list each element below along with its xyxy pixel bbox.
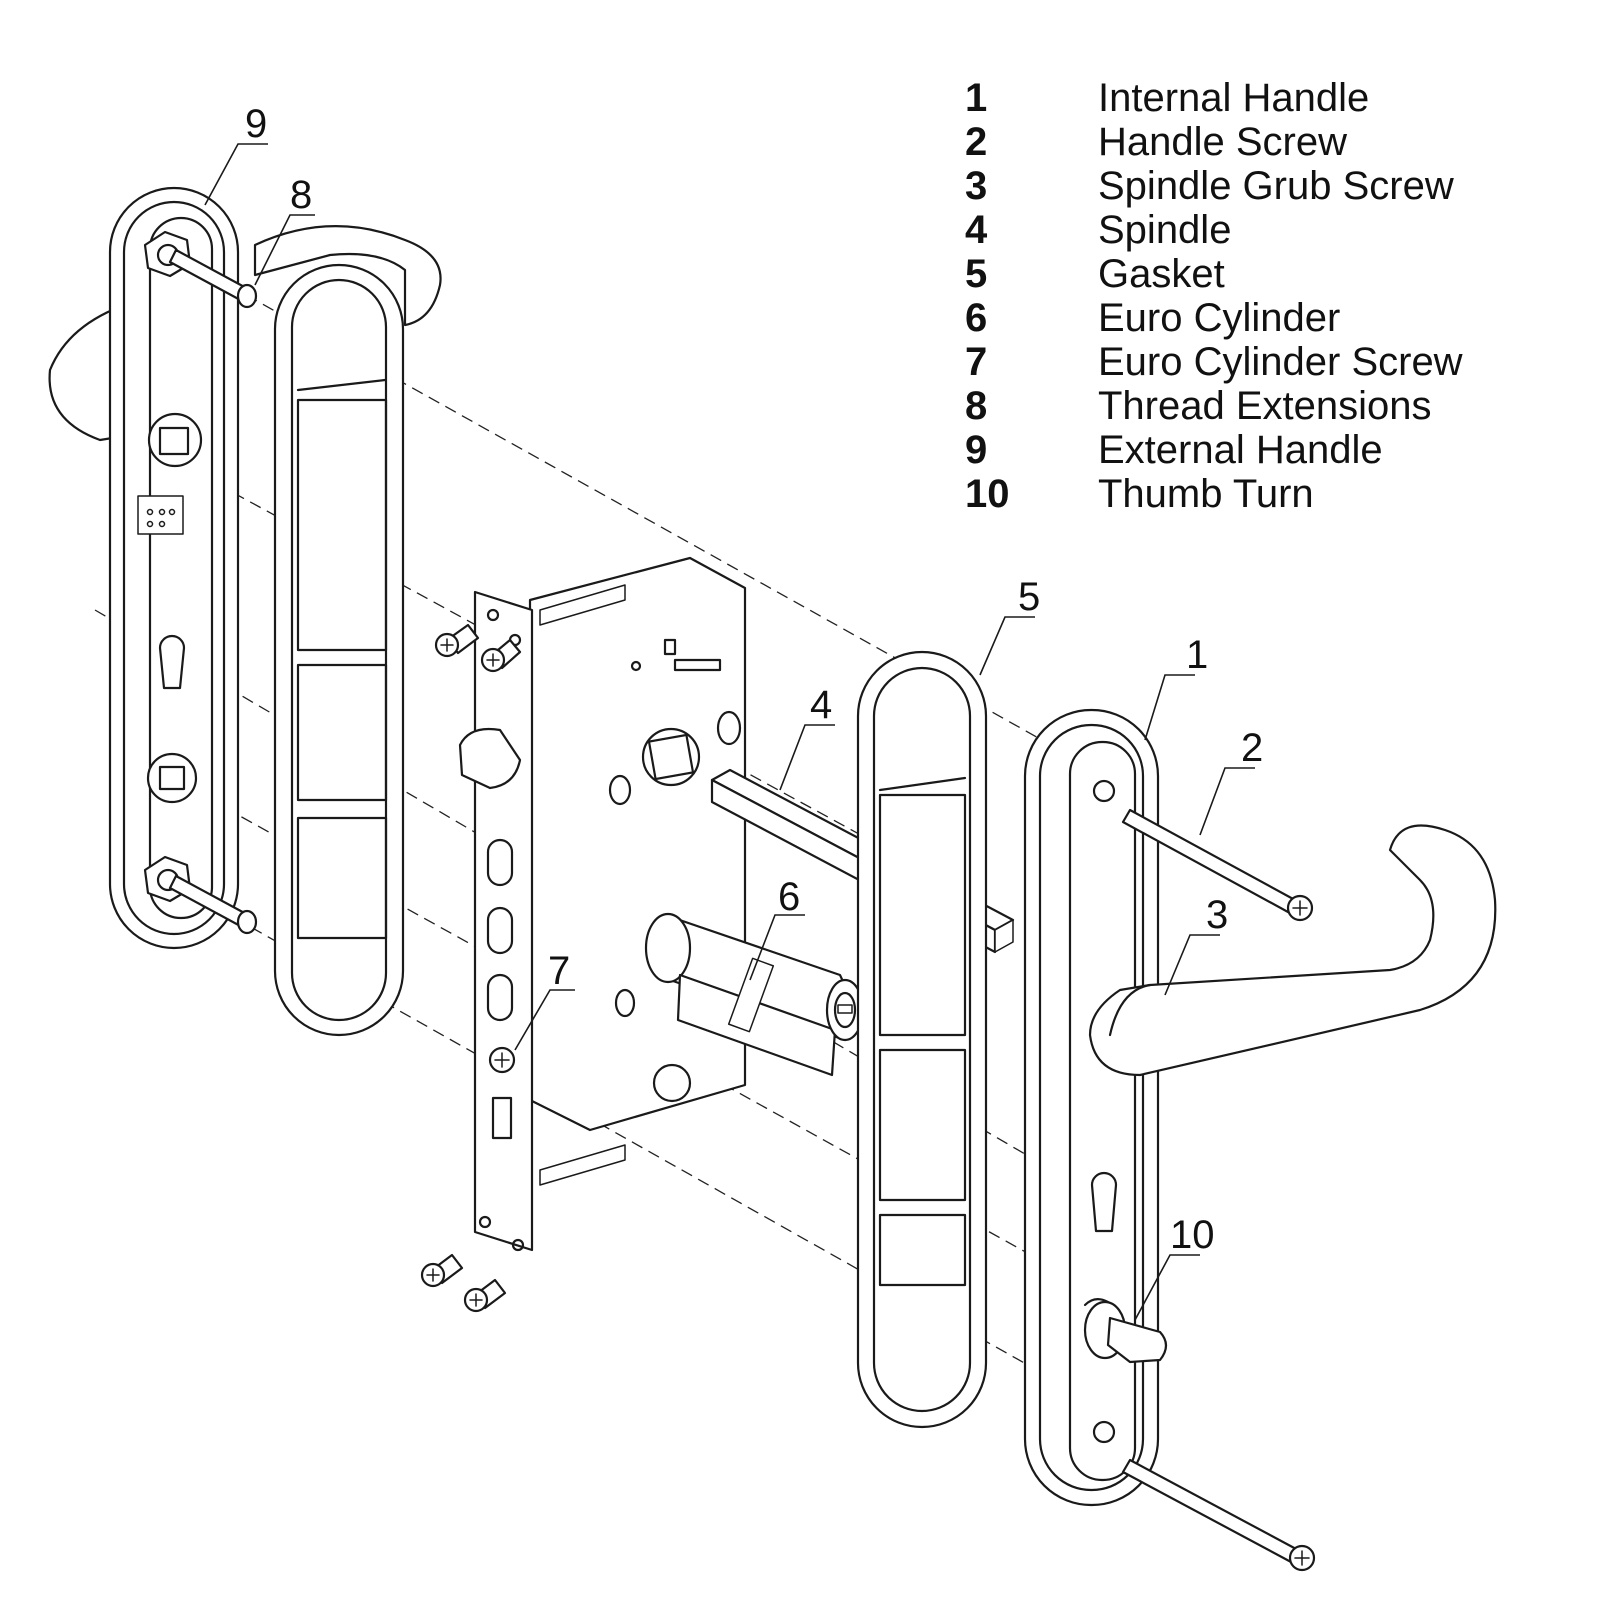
legend-label: External Handle bbox=[1098, 427, 1383, 472]
lock-faceplate bbox=[458, 590, 534, 1252]
legend-item: 7 Euro Cylinder Screw bbox=[965, 340, 1463, 384]
parts-legend: 1 Internal Handle 2 Handle Screw 3 Spind… bbox=[965, 76, 1463, 516]
legend-label: Euro Cylinder bbox=[1098, 295, 1341, 340]
legend-label: Thread Extensions bbox=[1098, 383, 1432, 428]
euro-cylinder bbox=[644, 912, 865, 1077]
legend-number: 2 bbox=[965, 119, 988, 164]
external-handle bbox=[48, 186, 442, 950]
callout-6: 6 bbox=[778, 875, 800, 919]
legend-number: 10 bbox=[965, 471, 1010, 516]
legend-number: 9 bbox=[965, 427, 988, 472]
gasket bbox=[856, 650, 988, 1429]
handle-screw bbox=[1121, 808, 1314, 922]
legend-item: 5 Gasket bbox=[965, 252, 1463, 296]
legend-item: 4 Spindle bbox=[965, 208, 1463, 252]
thread-extensions bbox=[168, 248, 258, 935]
legend-number: 4 bbox=[965, 207, 988, 252]
callout-9: 9 bbox=[245, 102, 267, 146]
legend-label: Handle Screw bbox=[1098, 119, 1348, 164]
legend-label: Spindle Grub Screw bbox=[1098, 163, 1454, 208]
legend-label: Gasket bbox=[1098, 251, 1225, 296]
legend-item: 9 External Handle bbox=[965, 428, 1463, 472]
legend-label: Internal Handle bbox=[1098, 75, 1370, 120]
faceplate-screws bbox=[420, 623, 522, 1313]
legend-number: 7 bbox=[965, 339, 988, 384]
callout-numbers: 1 2 3 4 5 6 7 8 9 10 bbox=[245, 102, 1263, 1257]
legend-number: 1 bbox=[965, 75, 988, 120]
callout-4: 4 bbox=[810, 683, 832, 727]
legend-label: Spindle bbox=[1098, 207, 1232, 252]
legend-item: 10 Thumb Turn bbox=[965, 472, 1463, 516]
euro-cylinder-screw bbox=[488, 1046, 516, 1074]
thumb-turn bbox=[1083, 1298, 1168, 1364]
callout-7: 7 bbox=[548, 949, 570, 993]
bottom-handle-screw bbox=[1121, 1458, 1316, 1572]
legend-item: 1 Internal Handle bbox=[965, 76, 1463, 120]
legend-item: 3 Spindle Grub Screw bbox=[965, 164, 1463, 208]
internal-handle bbox=[1023, 708, 1160, 1507]
callout-10: 10 bbox=[1170, 1213, 1215, 1257]
legend-number: 8 bbox=[965, 383, 988, 428]
legend-label: Euro Cylinder Screw bbox=[1098, 339, 1463, 384]
legend-number: 5 bbox=[965, 251, 988, 296]
legend-label: Thumb Turn bbox=[1098, 471, 1314, 516]
legend-item: 6 Euro Cylinder bbox=[965, 296, 1463, 340]
callout-3: 3 bbox=[1206, 893, 1228, 937]
legend-item: 2 Handle Screw bbox=[965, 120, 1463, 164]
legend-number: 3 bbox=[965, 163, 988, 208]
callout-1: 1 bbox=[1186, 633, 1208, 677]
legend-item: 8 Thread Extensions bbox=[965, 384, 1463, 428]
callout-5: 5 bbox=[1018, 575, 1040, 619]
callout-leaders bbox=[204, 143, 1255, 1321]
mortice-lock-case bbox=[528, 556, 747, 1186]
callout-2: 2 bbox=[1241, 726, 1263, 770]
back-gasket bbox=[273, 263, 405, 1037]
legend-number: 6 bbox=[965, 295, 988, 340]
callout-8: 8 bbox=[290, 173, 312, 217]
internal-lever bbox=[1088, 824, 1497, 1077]
